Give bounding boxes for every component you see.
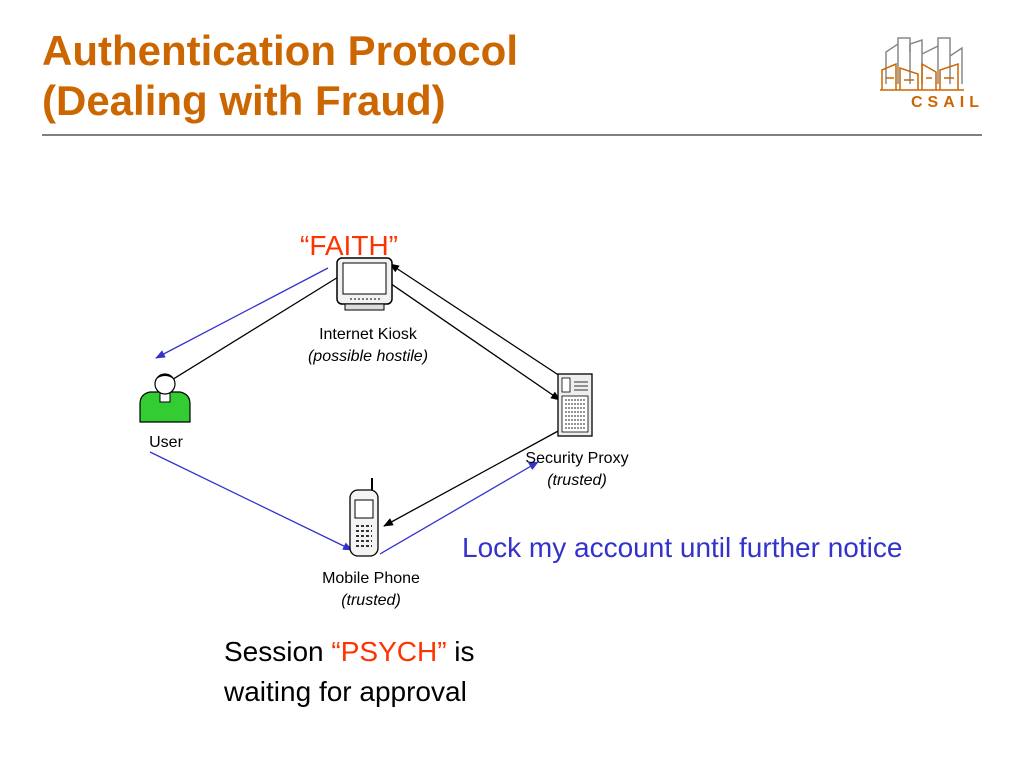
kiosk-note: (possible hostile)	[307, 348, 429, 365]
kiosk-monitor-icon	[336, 257, 393, 311]
arrow-user-to-kiosk	[161, 265, 357, 387]
lock-account-message: Lock my account until further notice	[462, 532, 903, 563]
session-waiting-message: Session “PSYCH” is waiting for approval	[224, 632, 475, 712]
user-label: User	[136, 432, 196, 454]
csail-logo: CSAIL	[878, 34, 988, 124]
arrow-user-to-phone	[149, 451, 353, 551]
kiosk-label: Internet Kiosk (possible hostile)	[295, 324, 441, 368]
arrow-phone-to-proxy	[379, 461, 539, 555]
session-code: “PSYCH”	[331, 636, 447, 667]
user-person-icon	[139, 373, 191, 423]
title-divider	[42, 134, 982, 136]
session-line2: waiting for approval	[224, 676, 467, 707]
faith-session-label: “FAITH”	[300, 230, 398, 261]
title-line-1: Authentication Protocol	[42, 27, 518, 74]
session-prefix: Session	[224, 636, 332, 667]
csail-buildings-icon	[880, 37, 964, 91]
arrow-kiosk-to-user	[155, 267, 329, 359]
csail-logo-text: CSAIL	[911, 94, 984, 111]
kiosk-name: Internet Kiosk	[319, 326, 417, 343]
arrow-proxy-to-phone	[383, 429, 561, 527]
phone-name: Mobile Phone	[322, 570, 420, 587]
mobile-phone-icon	[349, 478, 379, 557]
arrow-kiosk-to-proxy	[367, 267, 561, 401]
arrow-proxy-to-kiosk	[389, 263, 561, 377]
proxy-name: Security Proxy	[525, 450, 629, 467]
session-suffix: is	[446, 636, 475, 667]
phone-note: (trusted)	[341, 592, 401, 609]
slide-title: Authentication Protocol (Dealing with Fr…	[42, 26, 518, 126]
proxy-note: (trusted)	[547, 472, 607, 489]
proxy-label: Security Proxy (trusted)	[506, 448, 648, 492]
security-proxy-server-icon	[557, 373, 593, 437]
title-line-2: (Dealing with Fraud)	[42, 77, 446, 124]
phone-label: Mobile Phone (trusted)	[306, 568, 436, 612]
user-name: User	[149, 434, 183, 451]
